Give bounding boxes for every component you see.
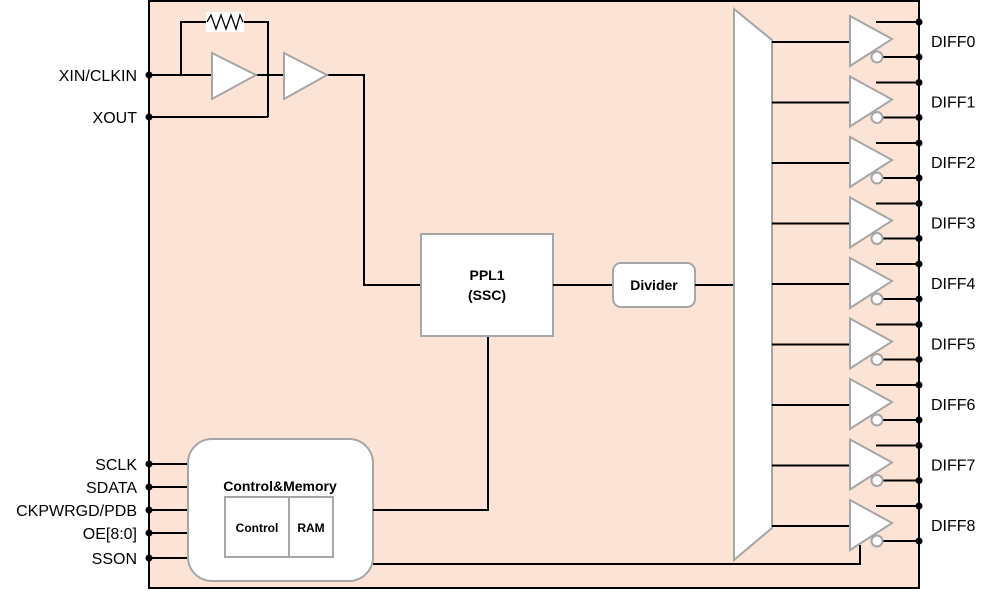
ram-subblock [288,496,334,558]
differential-buffer-icon [849,316,894,371]
pin-dot-diff-complement [915,537,923,545]
ram-sublabel: RAM [297,521,324,535]
diff-output-2: DIFF2 [772,135,976,189]
inversion-bubble-icon [870,171,884,185]
pin-dot-diff-true [915,200,923,207]
pll-sublabel: (SSC) [468,287,506,303]
differential-buffer-icon [849,14,894,68]
pin-dot-diff-complement [915,114,923,121]
diff-output-label: DIFF8 [931,518,976,535]
pin-dot-xin [145,71,153,79]
control-to-pll-wire [373,336,489,511]
differential-buffer-icon [849,377,894,431]
pin-dot-diff-complement [915,235,923,242]
diff-output-5: DIFF5 [772,316,976,371]
pin-dot-diff-complement [915,53,923,61]
pin-label-ckpwrgd: CKPWRGD/PDB [16,503,137,520]
inversion-bubble-icon [870,474,884,487]
diff-output-label: DIFF6 [931,397,976,414]
diff-output-label: DIFF0 [931,34,976,51]
pin-dot-diff-true [915,18,923,26]
pin-dot-diff-complement [915,295,923,303]
buffer-triangle-icon [283,51,330,101]
pin-dot-diff-true [915,139,923,147]
differential-buffer-icon [849,437,894,492]
pin-label-oe: OE[8:0] [83,526,137,543]
pin-dot-diff-complement [915,477,923,484]
input-pins: XIN/CLKIN XOUT SCLK SDATA CKPWRGD/PDB OE… [16,68,153,568]
diff-output-7: DIFF7 [772,437,976,492]
buffer-triangle-icon [211,51,259,101]
pll-block: PPL1 (SSC) [420,233,554,337]
diff-output-label: DIFF4 [931,276,976,293]
control-memory-label: Control&Memory [223,478,337,494]
diff-output-8: DIFF8 [772,498,976,552]
pin-dot-diff-true [915,321,923,328]
inversion-bubble-icon [870,111,884,124]
pin-label-xout: XOUT [93,110,138,127]
pin-label-sdata: SDATA [86,480,137,497]
control-subblock [224,496,290,558]
diff-output-label: DIFF2 [931,155,976,172]
diff-output-0: DIFF0 [772,14,976,68]
inversion-bubble-icon [870,353,884,366]
control-memory-block: Control&Memory Control RAM [187,438,374,582]
control-sublabel: Control [236,521,279,535]
mux-trapezoid-icon [733,6,773,563]
differential-buffer-icon [849,74,894,129]
differential-buffer-icon [849,195,894,250]
diff-output-4: DIFF4 [772,256,976,310]
differential-buffer-icon [849,498,894,552]
diff-output-1: DIFF1 [772,74,976,129]
pin-dot-diff-complement [915,356,923,363]
inversion-bubble-icon [870,534,884,548]
output-drivers: DIFF0DIFF1DIFF2DIFF3DIFF4DIFF5DIFF6DIFF7… [772,14,976,552]
pin-dot-diff-true [915,381,923,389]
inversion-bubble-icon [870,50,884,64]
inversion-bubble-icon [870,232,884,245]
pin-dot-diff-true [915,502,923,510]
differential-buffer-icon [849,135,894,189]
diff-output-6: DIFF6 [772,377,976,431]
diff-output-label: DIFF5 [931,337,976,354]
pin-dot-diff-true [915,442,923,449]
pin-dot-diff-complement [915,174,923,182]
pin-label-xin: XIN/CLKIN [59,68,137,85]
pin-dot-diff-true [915,79,923,86]
diff-output-3: DIFF3 [772,195,976,250]
control-input-wires [149,463,861,565]
divider-label: Divider [630,277,678,293]
oscillator-section [149,21,421,286]
inversion-bubble-icon [870,292,884,306]
pin-label-sson: SSON [92,551,137,568]
pin-dot-diff-complement [915,416,923,424]
resistor-zigzag-icon [206,12,244,32]
pin-dot-xout [145,113,153,121]
inversion-bubble-icon [870,413,884,427]
diff-output-label: DIFF3 [931,216,976,233]
differential-buffer-icon [849,256,894,310]
diff-output-label: DIFF7 [931,458,976,475]
pll-label: PPL1 [469,267,504,283]
pin-label-sclk: SCLK [95,457,137,474]
diff-output-label: DIFF1 [931,95,976,112]
pin-dot-diff-true [915,260,923,268]
divider-block: Divider [612,262,696,308]
